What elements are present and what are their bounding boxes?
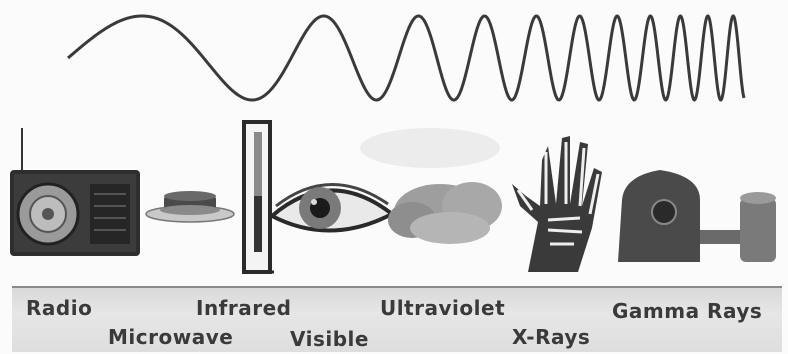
hand-xray-icon xyxy=(512,136,602,272)
label-xrays: X-Rays xyxy=(512,325,590,349)
label-infrared: Infrared xyxy=(196,296,291,320)
label-visible: Visible xyxy=(290,327,369,351)
microwave-dish-icon xyxy=(146,191,234,222)
band-icons xyxy=(0,0,788,290)
thermometer-icon xyxy=(244,122,274,272)
radio-icon xyxy=(10,128,140,256)
label-gamma-rays: Gamma Rays xyxy=(612,299,762,323)
cloud-sun-icon xyxy=(360,128,502,244)
reactor-icon xyxy=(618,170,776,262)
eye-icon xyxy=(272,184,392,230)
label-radio: Radio xyxy=(26,296,92,320)
label-ultraviolet: Ultraviolet xyxy=(380,296,505,320)
label-microwave: Microwave xyxy=(108,325,233,349)
